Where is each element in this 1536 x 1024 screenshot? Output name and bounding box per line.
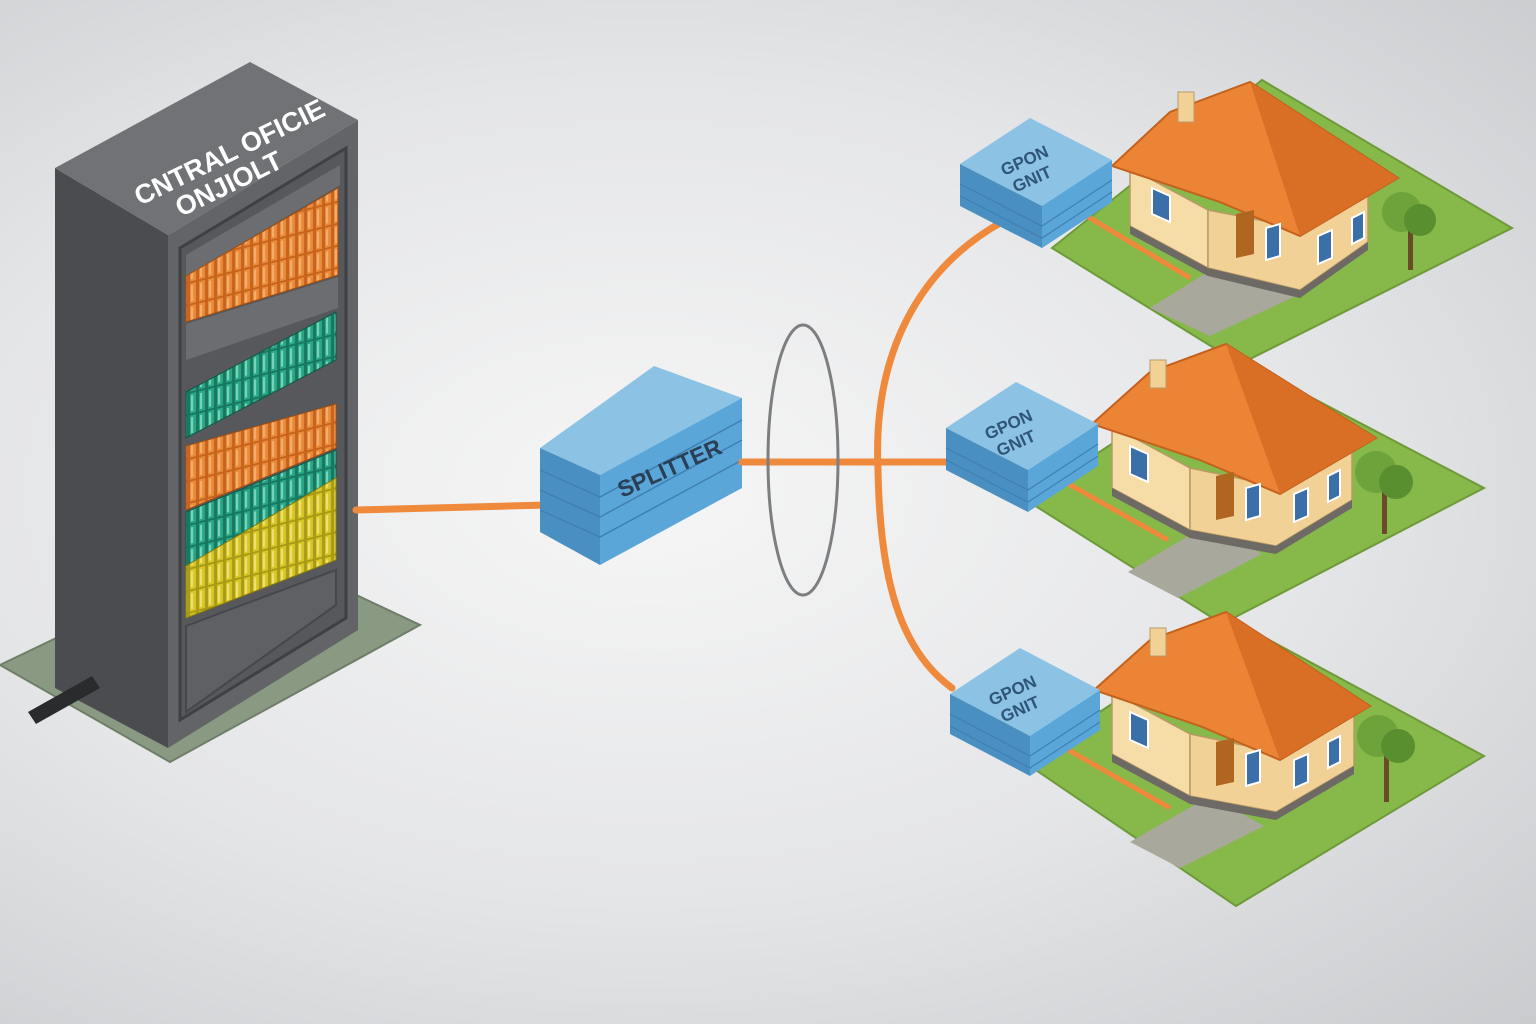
house-2-window: [1245, 482, 1261, 522]
rack-left-side: [55, 168, 168, 748]
house-1-foundation: [1130, 226, 1368, 298]
splitter-top: [540, 366, 742, 475]
central-office-olt-rack: CNTRAL OFICIE ONJIOLT: [0, 62, 423, 764]
rack-bottom-bay: [185, 568, 337, 714]
tree-icon: [1357, 715, 1415, 802]
gpon-ont-3: GPON GNIT: [949, 648, 1101, 776]
gpon-ont-1: GPON GNIT: [959, 118, 1113, 248]
house-3-window: [1293, 752, 1309, 790]
tree-icon: [1382, 192, 1436, 270]
house-2-chimney: [1149, 359, 1167, 389]
house-2-window: [1129, 444, 1149, 484]
house-1-door: [1236, 210, 1254, 258]
house-1-window: [1151, 186, 1171, 224]
drop-fiber-upper: [874, 218, 1006, 474]
house-1-window: [1265, 222, 1281, 262]
rack-cable-stub: [28, 676, 100, 724]
house-2-foundation: [1112, 488, 1352, 554]
fiber-bundle-ring: [766, 323, 840, 597]
house-3-foundation: [1112, 754, 1354, 820]
house-2-door: [1216, 472, 1234, 520]
ont-1-top: [960, 118, 1112, 206]
rack-bay-1: [186, 165, 340, 276]
rack-top: [55, 62, 358, 235]
orange-port-bank-2: [185, 403, 337, 511]
house-1-chimney: [1177, 91, 1195, 123]
yellow-port-bank: [185, 477, 337, 619]
house-3-door: [1216, 738, 1234, 786]
house-3-chimney: [1149, 627, 1167, 657]
ont-3-top: [950, 648, 1100, 736]
house-3-window: [1129, 710, 1149, 750]
customer-premises-1: [1050, 78, 1515, 366]
ont-2-top: [946, 382, 1098, 470]
feeder-fiber-cable: [352, 501, 552, 514]
customer-premises-3: [1022, 610, 1487, 908]
house-3-window: [1245, 748, 1261, 788]
house-2-window: [1327, 468, 1341, 504]
drop-fiber-lower: [874, 466, 956, 692]
driveway-3: [1130, 796, 1264, 868]
gpon-ont-2: GPON GNIT: [945, 382, 1099, 512]
house-2-window: [1293, 486, 1309, 524]
customer-premises-2: [1024, 342, 1487, 626]
orange-port-bank-1: [185, 187, 339, 323]
green-port-bank-1: [185, 311, 337, 439]
rack-bay-2: [186, 277, 338, 360]
house-1-window: [1317, 228, 1333, 266]
optical-splitter: SPLITTER: [539, 366, 743, 565]
house-3-window: [1327, 734, 1341, 770]
tree-icon: [1355, 451, 1413, 534]
house-1-window: [1351, 210, 1365, 246]
